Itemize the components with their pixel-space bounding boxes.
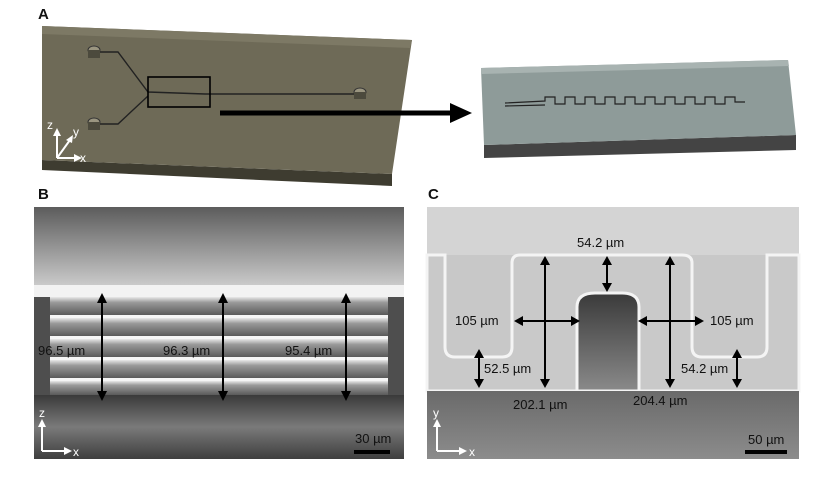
- scale-bar-label-b: 30 µm: [355, 431, 392, 446]
- measurement-b-middle: 96.3 µm: [163, 343, 211, 358]
- panel-letter-b: B: [38, 186, 49, 203]
- scale-bar-b: [354, 450, 390, 454]
- panel-letter-a: A: [38, 6, 49, 23]
- axis-label-x-c: x: [469, 445, 475, 459]
- panel-b-sem-image: [34, 207, 404, 459]
- axis-label-x-b: x: [73, 445, 79, 459]
- scale-bar-c: [745, 450, 787, 454]
- axis-label-y-a: y: [73, 125, 79, 139]
- measurement-c-right-height: 204.4 µm: [633, 393, 688, 408]
- axes-glyph-c: [433, 419, 467, 455]
- zoom-channel: [504, 96, 745, 107]
- axis-label-z-a: z: [47, 118, 53, 132]
- chip-top-edge: [42, 26, 412, 48]
- zoom-chip-body: [481, 60, 796, 145]
- axis-label-z-b: z: [39, 406, 45, 420]
- chip-body: [42, 26, 412, 174]
- measurement-c-right-width: 105 µm: [710, 313, 754, 328]
- zoom-chip-top-edge: [481, 60, 789, 74]
- stack-layers: [50, 297, 388, 395]
- measurement-c-left-height: 202.1 µm: [513, 397, 568, 412]
- measurement-c-left-width: 105 µm: [455, 313, 499, 328]
- chip-side: [42, 160, 392, 186]
- measurement-c-left-lower: 52.5 µm: [484, 361, 532, 376]
- scale-bar-label-c: 50 µm: [748, 432, 785, 447]
- panel-c-sem-image: [425, 207, 801, 459]
- center-trench: [575, 291, 641, 393]
- zoom-arrow-head: [450, 103, 472, 123]
- measurement-c-right-lower: 54.2 µm: [681, 361, 729, 376]
- axes-glyph-a: [53, 128, 82, 162]
- panel-letter-c: C: [428, 186, 439, 203]
- measurement-c-top-gap: 54.2 µm: [577, 235, 625, 250]
- port-markers: [87, 45, 367, 130]
- measurement-b-right: 95.4 µm: [285, 343, 333, 358]
- measurement-b-left: 96.5 µm: [38, 343, 86, 358]
- axis-label-y-c: y: [433, 406, 439, 420]
- axes-glyph-b: [38, 419, 72, 455]
- dimension-arrows-b: [97, 293, 351, 401]
- zoom-chip-side: [484, 135, 796, 158]
- axis-label-x-a: x: [80, 151, 86, 165]
- zoom-box: [147, 76, 211, 108]
- dimension-arrows-c: [474, 256, 742, 388]
- panel-a-figure: [42, 26, 796, 186]
